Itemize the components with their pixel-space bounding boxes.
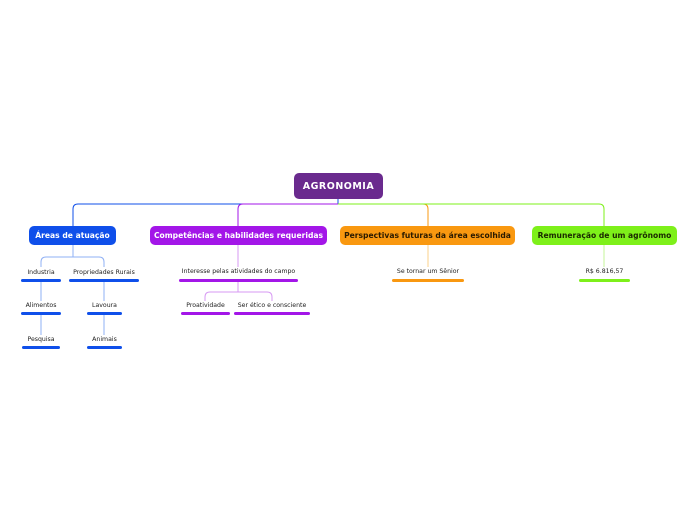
leaf-label: Se tornar um Sênior (396, 268, 460, 275)
leaf-underline (87, 346, 122, 349)
leaf-underline (179, 279, 298, 282)
branch-remuneracao[interactable]: Remuneração de um agrônomo (532, 226, 677, 245)
leaf-alimentos[interactable]: Alimentos (21, 302, 61, 309)
branch-competencias[interactable]: Competências e habilidades requeridas (150, 226, 327, 245)
leaf-propriedades-rurais[interactable]: Propriedades Rurais (69, 269, 139, 276)
branch-perspectivas[interactable]: Perspectivas futuras da área escolhida (340, 226, 515, 245)
branch-areas-de-atuacao[interactable]: Áreas de atuação (29, 226, 116, 245)
leaf-underline (22, 346, 60, 349)
leaf-etico-consciente[interactable]: Ser ético e consciente (234, 302, 310, 309)
leaf-label: Lavoura (92, 302, 117, 309)
leaf-pesquisa[interactable]: Pesquisa (22, 336, 60, 343)
leaf-label: Animais (92, 336, 117, 343)
leaf-underline (392, 279, 464, 282)
leaf-label: Proatividade (186, 302, 225, 309)
leaf-underline (21, 312, 61, 315)
leaf-animais[interactable]: Animais (87, 336, 122, 343)
leaf-underline (87, 312, 122, 315)
leaf-underline (579, 279, 630, 282)
leaf-tornar-senior[interactable]: Se tornar um Sênior (392, 268, 464, 275)
leaf-label: Industria (27, 269, 55, 276)
leaf-interesse-campo[interactable]: Interesse pelas atividades do campo (179, 268, 298, 275)
branch-label: Áreas de atuação (35, 231, 110, 240)
leaf-label: Pesquisa (27, 336, 55, 343)
connector-b1-children (40, 245, 105, 267)
leaf-lavoura[interactable]: Lavoura (87, 302, 122, 309)
branch-label: Remuneração de um agrônomo (537, 231, 672, 240)
connector-root-b4 (338, 203, 605, 226)
leaf-label: Ser ético e consciente (237, 302, 307, 309)
connector-root-b3 (338, 203, 429, 226)
connector-root-b2 (237, 203, 338, 226)
branch-label: Competências e habilidades requeridas (153, 231, 324, 240)
connector-interesse-children (204, 281, 273, 301)
leaf-label: R$ 6.816,57 (585, 268, 624, 275)
connector-root-b1 (72, 199, 339, 226)
leaf-underline (234, 312, 310, 315)
branch-label: Perspectivas futuras da área escolhida (344, 231, 511, 240)
leaf-underline (69, 279, 139, 282)
leaf-label: Propriedades Rurais (73, 269, 135, 276)
leaf-remuneracao-valor[interactable]: R$ 6.816,57 (579, 268, 630, 275)
leaf-underline (21, 279, 61, 282)
root-label: AGRONOMIA (302, 180, 375, 192)
leaf-industria[interactable]: Industria (21, 269, 61, 276)
leaf-label: Interesse pelas atividades do campo (181, 268, 296, 275)
leaf-label: Alimentos (25, 302, 57, 309)
root-node[interactable]: AGRONOMIA (294, 173, 383, 199)
leaf-underline (181, 312, 230, 315)
leaf-proatividade[interactable]: Proatividade (181, 302, 230, 309)
